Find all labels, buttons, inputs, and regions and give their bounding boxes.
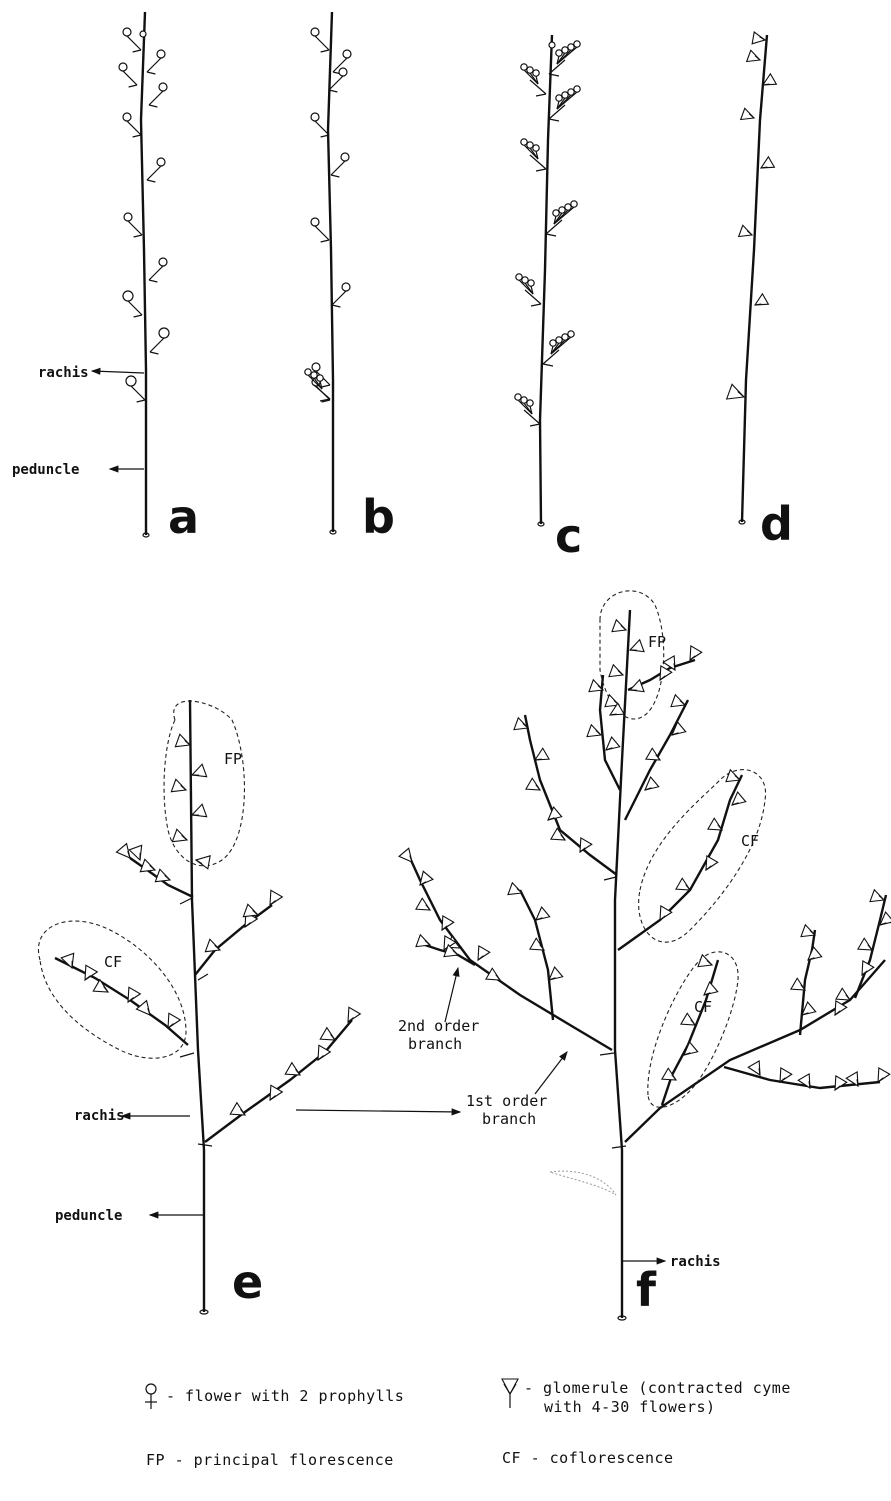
diagram-b [305, 12, 351, 534]
first-order-label-line2: branch [482, 1110, 536, 1128]
diagram-a [119, 12, 169, 537]
rachis-label-a: rachis [38, 365, 89, 381]
panel-label-c: c [555, 509, 582, 563]
rachis-label-f: rachis [670, 1254, 721, 1270]
flower-symbol-icon [145, 1384, 157, 1409]
glomerule-symbol-icon [502, 1379, 518, 1408]
second-order-label-line2: branch [408, 1035, 462, 1053]
diagram-f [399, 591, 891, 1320]
second-order-label-line1: 2nd order [398, 1017, 479, 1035]
legend-fp: FP - principal florescence [146, 1451, 394, 1470]
diagram-c [515, 35, 580, 526]
peduncle-label-a: peduncle [12, 462, 79, 478]
legend-cf: CF - coflorescence [502, 1449, 674, 1468]
legend-glomerule-line1: - glomerule (contracted cyme [524, 1379, 791, 1398]
diagram-d [727, 32, 777, 524]
peduncle-label-e: peduncle [55, 1208, 122, 1224]
cf-label-f-upper: CF [741, 832, 759, 850]
fp-label-f: FP [648, 633, 666, 651]
rachis-label-e: rachis [74, 1108, 125, 1124]
cf-label-f-lower: CF [694, 998, 712, 1016]
first-order-label-line1: 1st order [466, 1092, 547, 1110]
fp-label-e: FP [224, 750, 242, 768]
panel-label-a: a [168, 490, 199, 544]
legend-flower: - flower with 2 prophylls [166, 1387, 404, 1406]
panel-label-d: d [760, 497, 793, 551]
legend-glomerule-line2: with 4-30 flowers) [544, 1398, 716, 1417]
panel-label-e: e [232, 1255, 263, 1309]
panel-label-b: b [362, 490, 395, 544]
cf-label-e: CF [104, 953, 122, 971]
panel-label-f: f [636, 1263, 657, 1317]
